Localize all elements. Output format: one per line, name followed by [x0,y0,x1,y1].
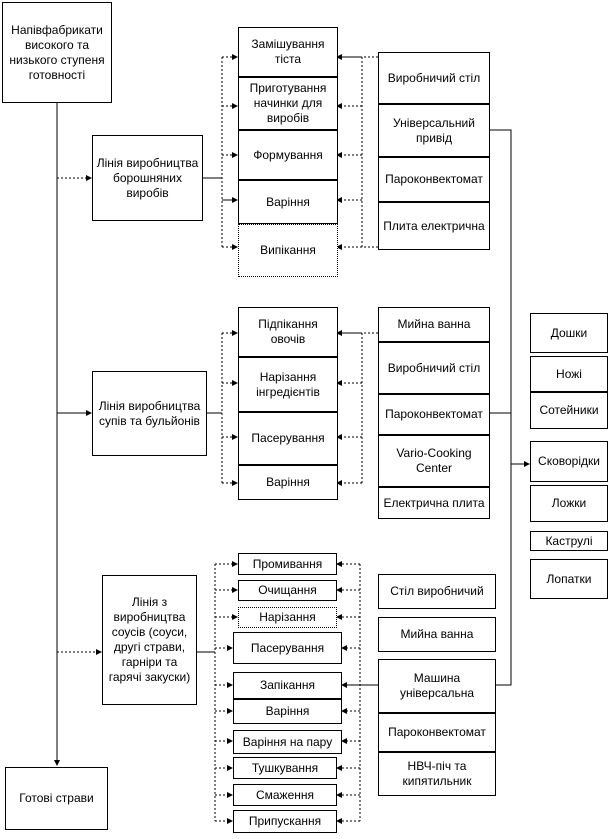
line3-step: Варіння на пару [233,730,342,754]
top-box: Напівфабрикати високого та низького ступ… [2,2,112,103]
line3-step: Варіння [233,699,342,724]
line3-title: Лінія з виробництва соусів (соуси, другі… [102,575,197,705]
line1-step: Замішування тіста [238,27,338,77]
line1-step: Випікання [238,224,338,277]
line2-equipment: Електрична плита [378,487,490,519]
line1-step: Приготування начинки для виробів [238,77,338,130]
tool-item: Ложки [530,485,608,522]
line3-step: Нарізання [238,607,337,628]
tool-item: Ножі [530,356,608,392]
line2-step: Варіння [238,465,338,500]
line2-step: Пасерування [238,412,338,465]
line3-equipment: Мийна ванна [378,617,496,652]
line1-equipment: Плита електрична [378,202,490,250]
line2-step: Підпікання овочів [238,307,338,357]
tool-item: Каструлі [530,531,608,551]
line1-step: Варіння [238,180,338,224]
line2-title: Лінія виробництва супів та бульйонів [92,371,207,456]
line3-equipment: Машина універсальна [378,659,496,713]
line3-step: Запікання [233,672,342,699]
tool-item: Лопатки [530,559,608,599]
line2-equipment: Пароконвектомат [378,394,490,435]
line3-step: Промивання [238,553,337,575]
line3-step: Смаження [233,784,337,806]
tool-item: Сковорідки [530,441,608,482]
final-box: Готові страви [5,767,108,830]
line2-equipment: Мийна ванна [378,307,490,342]
line1-title: Лінія виробництва борошняних виробів [92,135,203,221]
line1-step: Формування [238,130,338,180]
line2-equipment: Vario-Cooking Center [378,435,490,487]
line3-step: Припускання [233,810,337,833]
line3-equipment: Стіл виробничий [378,574,496,609]
line1-equipment: Пароконвектомат [378,157,490,202]
line3-equipment: НВЧ-піч та кипятильник [378,752,496,796]
tool-item: Дошки [530,313,608,353]
line2-step: Нарізання інгредієнтів [238,357,338,412]
line3-equipment: Пароконвектомат [378,713,496,752]
line3-step: Очищання [238,580,337,601]
line2-equipment: Виробничий стіл [378,342,490,394]
line3-step: Тушкування [233,757,337,779]
line1-equipment: Універсальний привід [378,104,490,157]
line3-step: Пасерування [233,632,342,664]
line1-equipment: Виробничий стіл [378,52,490,104]
tool-item: Сотейники [530,392,608,429]
